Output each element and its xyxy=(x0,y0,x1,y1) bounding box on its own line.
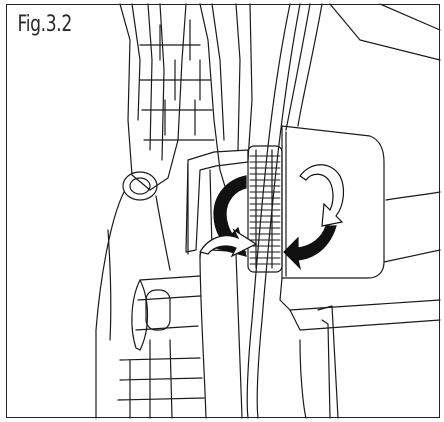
figure-label: Fig.3.2 xyxy=(16,12,74,37)
rotation-arrow-1-outline xyxy=(199,228,258,258)
figure-frame xyxy=(6,4,440,418)
rotation-arrow-2 xyxy=(283,164,345,270)
adjustment-wheel xyxy=(247,145,283,273)
upper-housing xyxy=(329,3,441,263)
curved-frame xyxy=(246,3,323,419)
column-body xyxy=(119,3,253,191)
lower-right-bracket xyxy=(299,305,339,419)
lower-base xyxy=(117,275,205,419)
lever-knob xyxy=(95,171,171,419)
